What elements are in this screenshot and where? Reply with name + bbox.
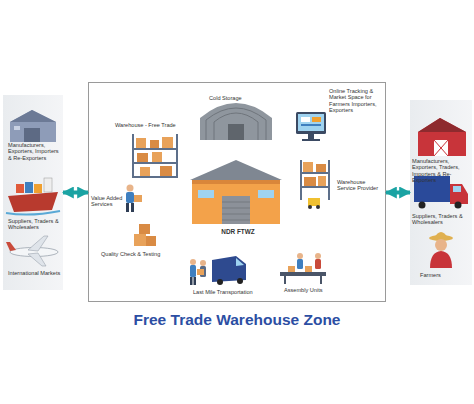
node-label: Quality Check & Testing xyxy=(101,251,173,257)
source-panel: Manufacturers, Exporters, Importers & Re… xyxy=(3,95,63,290)
node-label: International Markets xyxy=(8,270,62,276)
node-label: Suppliers, Traders & Wholesalers xyxy=(8,218,62,231)
node-label: Value Added Services xyxy=(91,195,123,208)
node-label: Manufacturers, Exporters, Importers & Re… xyxy=(8,142,62,161)
destination-panel: Manufacturers, Exporters, Traders, Impor… xyxy=(410,100,472,285)
double-arrow xyxy=(386,191,410,195)
node-label: Manufacturers, Exporters, Traders, Impor… xyxy=(412,158,470,184)
node-label: Cold Storage xyxy=(209,95,259,101)
node-label: NDR FTWZ xyxy=(221,229,255,235)
node-label: Warehouse Service Provider xyxy=(337,179,383,192)
node-label: Warehouse - Free Trade xyxy=(115,122,177,128)
node-label: Suppliers, Traders & Wholesalers xyxy=(412,213,470,226)
node-label: Online Tracking & Market Space for Farme… xyxy=(329,88,379,114)
double-arrow xyxy=(63,191,88,195)
node-label: Farmers xyxy=(420,272,468,278)
node-label: Assembly Units xyxy=(284,287,330,293)
diagram-title: Free Trade Warehouse Zone xyxy=(0,311,474,329)
node-label: Last Mile Transportation xyxy=(193,289,267,295)
ftwz-box: Cold Storage Online Tracking & Market Spa… xyxy=(88,82,386,302)
